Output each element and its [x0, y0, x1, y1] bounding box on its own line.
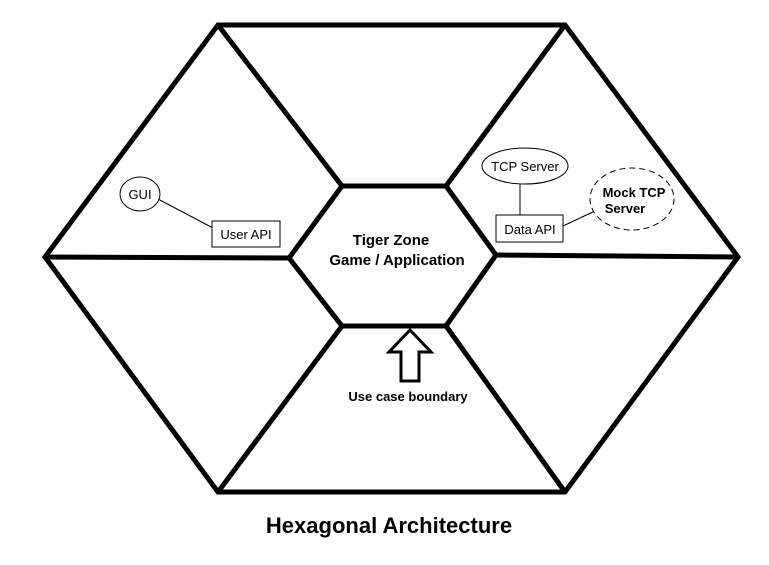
mock-connector	[562, 210, 596, 227]
up-arrow-icon	[385, 327, 435, 383]
hexagon-spokes	[44, 23, 739, 494]
data-api-box	[495, 214, 564, 243]
data-api-label: Data API	[504, 222, 555, 237]
diagram-title: Hexagonal Architecture	[266, 513, 512, 538]
mock-tcp-label-line1: Mock TCP	[603, 185, 666, 200]
gui-node	[119, 176, 161, 212]
tcp-server-node	[481, 147, 569, 185]
use-case-boundary-label: Use case boundary	[348, 389, 468, 404]
tcp-server-label: TCP Server	[491, 159, 559, 174]
core-label-line1: Tiger Zone	[353, 232, 429, 249]
gui-connector	[157, 198, 214, 229]
core-label-line2: Game / Application	[329, 252, 464, 269]
user-api-label: User API	[220, 227, 271, 242]
gui-label: GUI	[128, 187, 151, 202]
mock-tcp-label-line2: Server	[605, 201, 645, 216]
mock-tcp-server-node	[589, 167, 675, 231]
user-api-box	[211, 220, 281, 248]
